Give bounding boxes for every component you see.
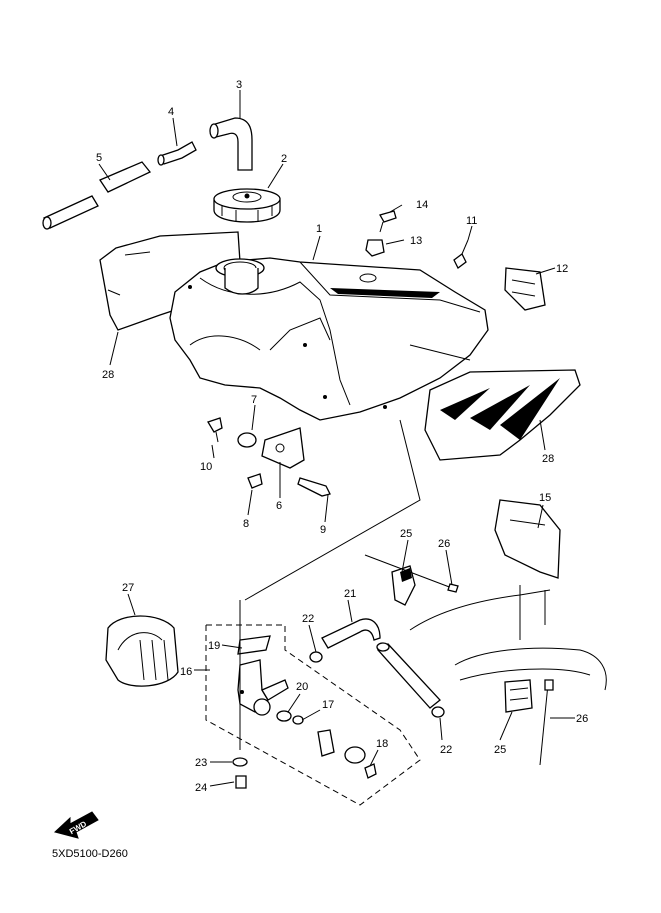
damper-13 bbox=[365, 239, 385, 257]
callout-10: 10 bbox=[200, 461, 212, 473]
callout-24: 24 bbox=[195, 782, 207, 794]
fwd-arrow-icon: FWD bbox=[53, 811, 99, 839]
bolt-14 bbox=[379, 210, 397, 233]
collar-7 bbox=[237, 432, 257, 448]
callout-1: 1 bbox=[316, 223, 322, 235]
callout-7: 7 bbox=[251, 394, 257, 406]
callout-28-left: 28 bbox=[102, 369, 114, 381]
bolt-11 bbox=[453, 239, 469, 269]
clip-12 bbox=[504, 267, 546, 311]
callout-22-lower: 22 bbox=[440, 744, 452, 756]
tie-lower bbox=[539, 679, 554, 766]
hose-joint bbox=[157, 141, 197, 166]
callout-9: 9 bbox=[320, 524, 326, 536]
callout-4: 4 bbox=[168, 106, 174, 118]
oring-20 bbox=[276, 710, 292, 722]
plate-18 bbox=[344, 746, 377, 779]
fuel-cock-assembly bbox=[205, 600, 421, 806]
callout-27: 27 bbox=[122, 582, 134, 594]
fuel-hose bbox=[321, 618, 441, 709]
callout-16: 16 bbox=[180, 666, 192, 678]
bolt-24 bbox=[235, 775, 247, 789]
callout-6: 6 bbox=[276, 500, 282, 512]
callout-14: 14 bbox=[416, 199, 428, 211]
callout-12: 12 bbox=[556, 263, 568, 275]
bolt-9 bbox=[297, 477, 331, 497]
damper-lower bbox=[504, 679, 533, 713]
frame-sketch bbox=[409, 499, 607, 691]
leader-lines bbox=[98, 90, 575, 787]
bolt-10 bbox=[207, 417, 223, 443]
callout-26-lower: 26 bbox=[576, 713, 588, 725]
callout-labels: 1 2 3 4 5 6 7 8 9 10 11 12 13 14 15 16 1… bbox=[96, 79, 588, 794]
washer-23 bbox=[232, 757, 248, 767]
callout-17: 17 bbox=[322, 699, 334, 711]
part-code: 5XD5100-D260 bbox=[52, 848, 128, 860]
callout-11: 11 bbox=[466, 215, 477, 227]
callout-3: 3 bbox=[236, 79, 242, 91]
callout-2: 2 bbox=[281, 153, 287, 165]
callout-23: 23 bbox=[195, 757, 207, 769]
callout-25-lower: 25 bbox=[494, 744, 506, 756]
oring-17 bbox=[292, 715, 304, 725]
callout-13: 13 bbox=[410, 235, 422, 247]
fuel-tank bbox=[169, 257, 489, 421]
hose-clip-lower bbox=[431, 706, 445, 718]
hose-clip-upper bbox=[309, 651, 323, 663]
damper-27 bbox=[105, 615, 179, 687]
damper-upper bbox=[391, 565, 416, 606]
fuel-cap bbox=[213, 188, 281, 223]
bolt-8 bbox=[247, 473, 263, 489]
filter-17b bbox=[317, 729, 335, 757]
callout-18: 18 bbox=[376, 738, 388, 750]
callout-19: 19 bbox=[208, 640, 220, 652]
right-side-cover bbox=[424, 369, 581, 461]
callout-20: 20 bbox=[296, 681, 308, 693]
callout-15: 15 bbox=[539, 492, 551, 504]
callout-5: 5 bbox=[96, 152, 102, 164]
tie-upper bbox=[364, 554, 459, 593]
callout-21: 21 bbox=[344, 588, 356, 600]
breather-hose-pieces bbox=[42, 161, 152, 230]
callout-8: 8 bbox=[243, 518, 249, 530]
bracket-6 bbox=[261, 427, 305, 469]
breather-hose bbox=[209, 117, 253, 171]
callout-28-right: 28 bbox=[542, 453, 554, 465]
callout-22-upper: 22 bbox=[302, 613, 314, 625]
callout-25-upper: 25 bbox=[400, 528, 412, 540]
callout-26-upper: 26 bbox=[438, 538, 450, 550]
